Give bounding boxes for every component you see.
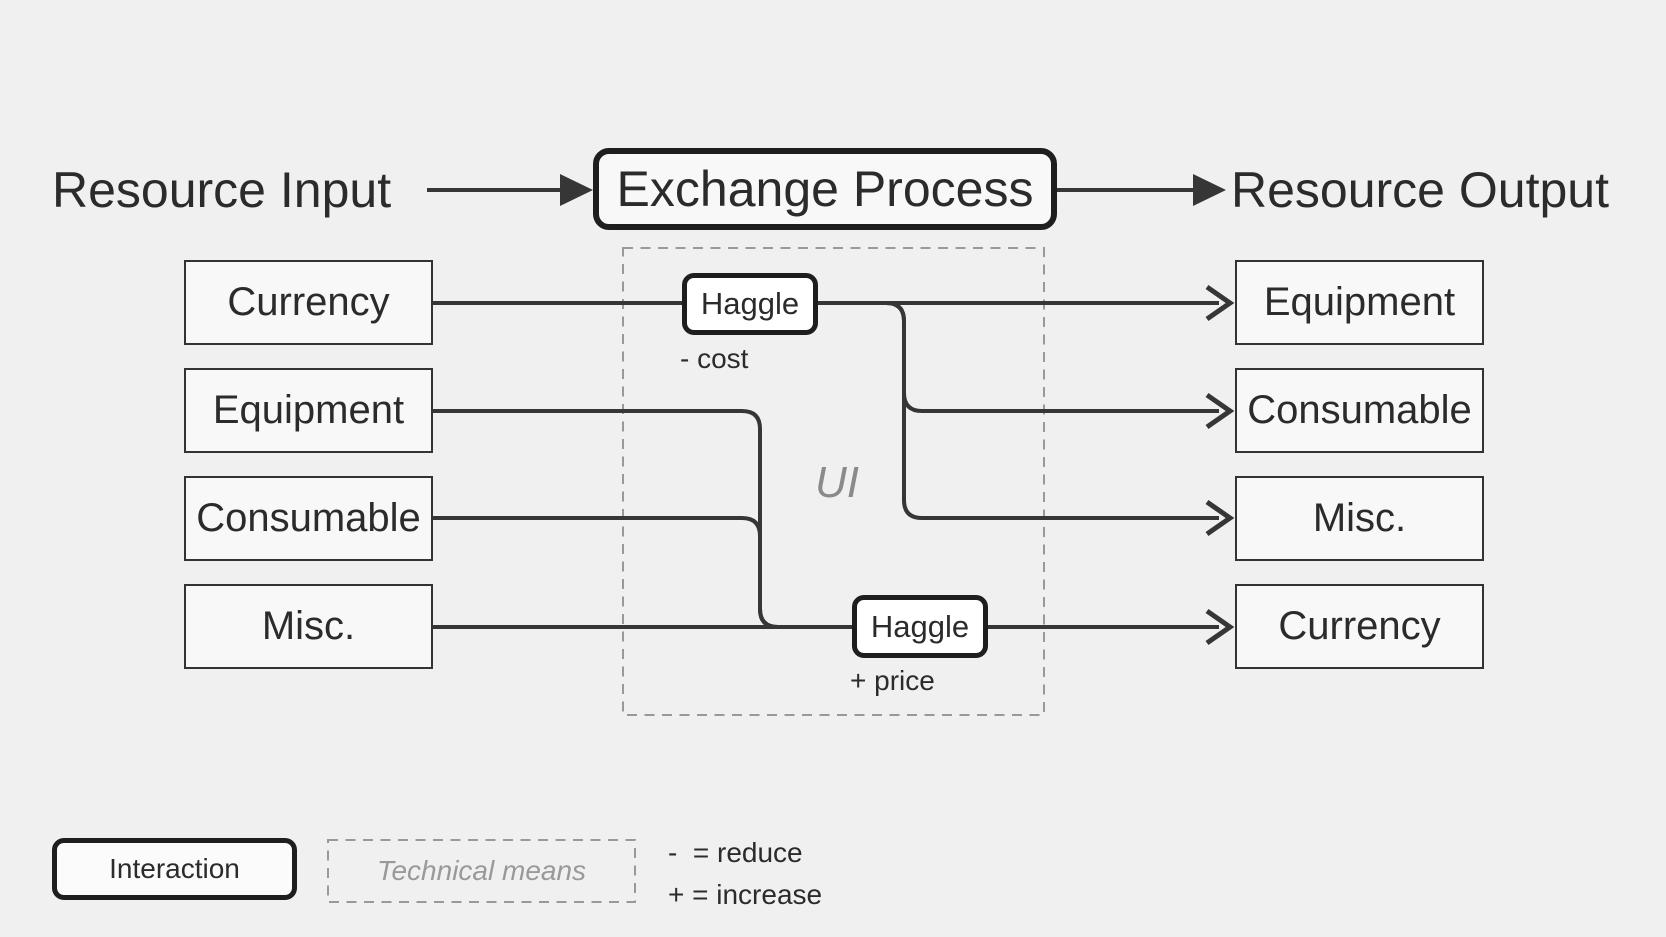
consumable-output-arrowhead-icon [1205,392,1235,430]
process-node: Exchange Process [593,148,1057,230]
output-node-misc: Misc. [1235,476,1484,561]
haggle-node-top: Haggle [682,273,818,335]
input-node-currency: Currency [184,260,433,345]
haggle-bottom-effect-label: + price [850,665,935,696]
ui-group-label: UI [815,458,859,507]
output-node-equipment: Equipment [1235,260,1484,345]
legend-interaction-box: Interaction [52,838,297,900]
haggle-top-effect-label: - cost [680,343,749,374]
edge-haggle-to-misc-output [885,301,1219,520]
resource-output-label: Resource Output [1231,162,1609,218]
process-arrowhead-icon [560,174,593,206]
haggle-node-bottom: Haggle [852,595,988,658]
currency-output-arrowhead-icon [1205,608,1235,646]
edge-consumable-input-to-haggle [433,516,853,629]
misc-output-arrowhead-icon [1205,499,1235,537]
output-arrowhead-icon [1193,174,1226,206]
resource-input-label: Resource Input [52,162,392,218]
output-node-currency: Currency [1235,584,1484,669]
equipment-output-arrowhead-icon [1205,284,1235,322]
input-node-consumable: Consumable [184,476,433,561]
edge-haggle-to-consumable-output [885,301,1219,413]
input-node-equipment: Equipment [184,368,433,453]
output-node-consumable: Consumable [1235,368,1484,453]
ui-group-box [622,247,1045,716]
legend-technical-box [327,839,636,903]
input-node-misc: Misc. [184,584,433,669]
legend-technical-label: Technical means [376,855,587,886]
legend-note-increase: + = increase [668,879,823,910]
legend-note-reduce: - = reduce [668,837,803,868]
